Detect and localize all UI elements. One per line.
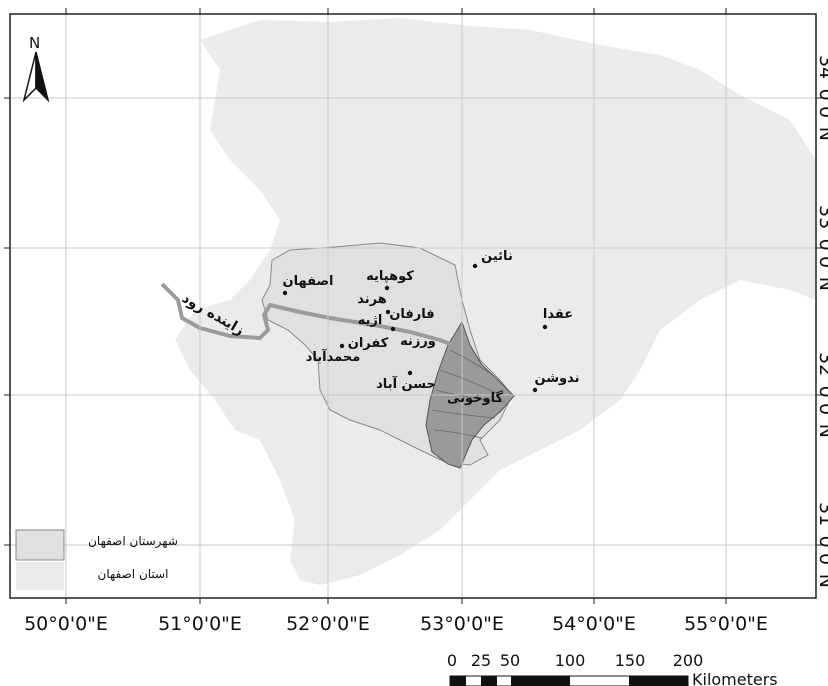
north-arrow-icon — [22, 51, 50, 103]
scale-tick-200: 200 — [673, 651, 704, 670]
scale-tick-100: 100 — [555, 651, 586, 670]
city-label-gavkhouni: گاوخونی — [447, 390, 504, 406]
lat-label-31: 31°0'0"N — [815, 502, 828, 588]
lat-ticks — [4, 97, 822, 546]
lat-label-33: 33°0'0"N — [815, 205, 828, 291]
lat-label-34: 34°0'0"N — [815, 55, 828, 141]
city-label-isfahan: اصفهان — [283, 274, 334, 289]
city-label-ejieh: اژیه — [358, 313, 383, 328]
lon-label-52: 52°0'0"E — [286, 613, 370, 635]
city-label-hasanabad: حسن آباد — [376, 375, 436, 392]
wetland-contour-5 — [449, 349, 489, 373]
lon-label-54: 54°0'0"E — [552, 613, 636, 635]
city-points — [282, 263, 548, 393]
scale-tick-0: 0 — [447, 651, 457, 670]
city-label-kafran: کفران — [348, 336, 389, 351]
legend-label-province: استان اصفهان — [98, 567, 169, 581]
lon-label-55: 55°0'0"E — [684, 613, 768, 635]
city-label-kuhpayeh: کوهپایه — [366, 269, 414, 284]
lat-label-32: 32°0'0"N — [815, 352, 828, 438]
city-label-mohammadabad: محمدآباد — [306, 348, 361, 365]
lon-label-50: 50°0'0"E — [24, 613, 108, 635]
wetland-contour-2 — [435, 389, 506, 403]
wetland-contour-3 — [431, 409, 496, 419]
legend-label-county: شهرستان اصفهان — [88, 534, 178, 549]
map-frame-border — [9, 13, 817, 599]
city-label-nadushan: ندوشن — [535, 371, 580, 386]
lon-ticks — [65, 8, 727, 604]
city-label-varzaneh: ورزنه — [400, 334, 436, 349]
city-label-harand: هرند — [357, 292, 387, 307]
graticule — [10, 14, 816, 598]
scale-tick-50: 50 — [500, 651, 520, 670]
wetland-contour-4 — [433, 429, 483, 439]
scale-tick-150: 150 — [615, 651, 646, 670]
scale-bar — [449, 675, 689, 686]
lon-label-51: 51°0'0"E — [158, 613, 242, 635]
legend-swatch-county — [15, 529, 65, 561]
scale-tick-25: 25 — [471, 651, 491, 670]
north-label: N — [29, 34, 40, 52]
city-label-farfan: فارفان — [389, 307, 434, 322]
scale-units: Kilometers — [692, 670, 778, 686]
city-label-naein: نائین — [481, 249, 513, 264]
legend-swatch-province — [16, 562, 64, 590]
lon-label-53: 53°0'0"E — [420, 613, 504, 635]
province-polygon — [175, 18, 816, 585]
wetland-contour-1 — [439, 369, 501, 396]
city-label-aghda: عقدا — [543, 307, 573, 322]
legend: شهرستان اصفهان استان اصفهان — [15, 529, 178, 590]
